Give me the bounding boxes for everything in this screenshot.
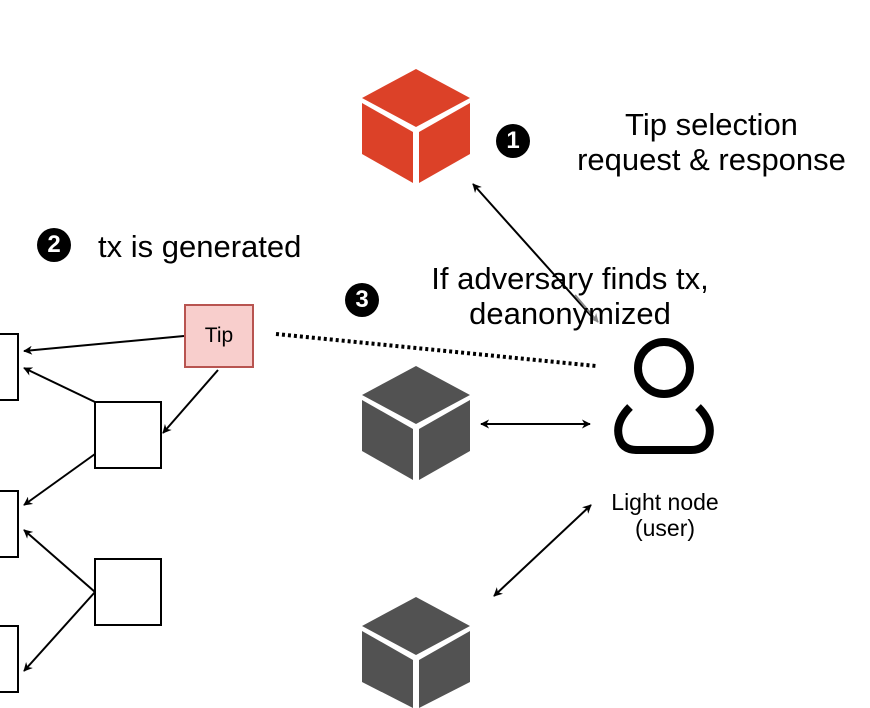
- step-1-badge: 1: [496, 124, 530, 158]
- step-2-badge: 2: [37, 228, 71, 262]
- dag-tx-box: [94, 558, 162, 626]
- cube-top-face: [362, 69, 470, 127]
- step-3-label: If adversary finds tx, deanonymized: [431, 261, 709, 331]
- light-node-label: Light node (user): [611, 489, 719, 541]
- step-3-badge: 3: [345, 283, 379, 317]
- user-icon: [614, 338, 714, 454]
- dag-tx-box: [0, 490, 19, 558]
- peer-connection-arrow-2: [493, 504, 592, 597]
- tip-selection-response-arrowhead: [574, 294, 599, 323]
- step-1-label: Tip selection request & response: [577, 107, 846, 177]
- peer-node-cube-icon: [362, 366, 470, 480]
- dag-tx-box: [0, 333, 19, 401]
- peer-node-cube-icon-2: [362, 597, 470, 708]
- cube-right-face: [419, 103, 470, 183]
- network-connections: [472, 183, 594, 597]
- tip-selection-node-cube-icon: [362, 69, 470, 183]
- tip-label: Tip: [204, 324, 234, 347]
- dag-tx-box: [0, 625, 19, 693]
- tangle-dag: [0, 333, 162, 693]
- tip-transaction-box: Tip: [184, 304, 254, 368]
- dag-tx-box: [94, 401, 162, 469]
- cube-left-face: [362, 103, 413, 183]
- dag-edges: [23, 335, 219, 672]
- adversary-link-dotted-line: [275, 332, 597, 368]
- step-2-label: tx is generated: [98, 229, 302, 264]
- tip-selection-connection-arrow: [472, 183, 594, 319]
